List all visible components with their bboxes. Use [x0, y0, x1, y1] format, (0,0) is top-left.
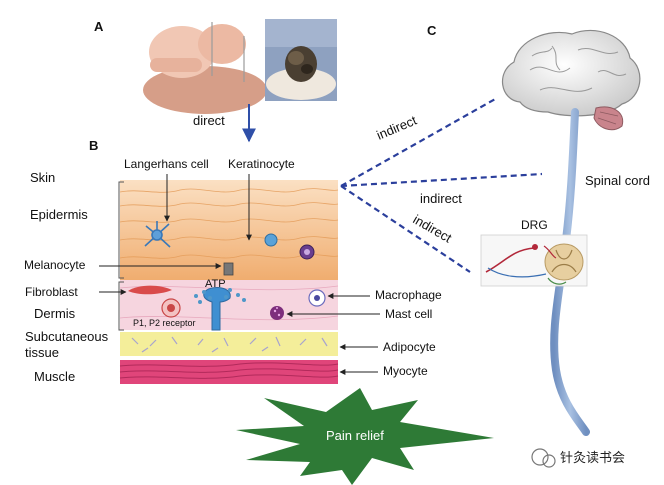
- watermark: 针灸读书会: [531, 448, 625, 468]
- skin-heading: Skin: [30, 170, 55, 185]
- langerhans-cell: [144, 221, 171, 248]
- brain-illustration: [501, 29, 641, 131]
- panel-label-b: B: [89, 138, 98, 153]
- adipocyte-label: Adipocyte: [383, 340, 436, 354]
- melanocyte-label: Melanocyte: [24, 258, 86, 272]
- pain-relief-label: Pain relief: [326, 428, 384, 443]
- panel-label-c: C: [427, 23, 437, 38]
- myocyte-label: Myocyte: [383, 364, 428, 378]
- dermis-bracket: [118, 281, 124, 331]
- indirect-lines: [340, 97, 543, 273]
- indirect-label-spinal: indirect: [420, 191, 462, 206]
- mast-cell-label: Mast cell: [385, 307, 432, 321]
- panel-label-a: A: [94, 19, 104, 34]
- layer-tissue: tissue: [25, 345, 59, 360]
- watermark-text: 针灸读书会: [560, 450, 625, 465]
- layer-muscle: Muscle: [34, 369, 75, 384]
- layer-dermis: Dermis: [34, 306, 76, 321]
- fibroblast-label: Fibroblast: [25, 285, 78, 299]
- indirect-label-drg: indirect: [411, 212, 455, 246]
- drg-label: DRG: [521, 218, 548, 232]
- keratinocyte-label: Keratinocyte: [228, 157, 295, 171]
- acupuncture-photo: [141, 19, 267, 114]
- epidermis-bracket: [118, 181, 124, 279]
- spinal-cord: [550, 108, 590, 436]
- drg-inset: [480, 234, 588, 287]
- atp-label: ATP: [205, 278, 226, 290]
- pain-relief-starburst: [236, 388, 494, 485]
- direct-label: direct: [193, 113, 225, 128]
- spinal-cord-label: Spinal cord: [585, 173, 650, 188]
- layer-subcutaneous: Subcutaneous: [25, 329, 109, 344]
- layer-epidermis: Epidermis: [30, 207, 88, 222]
- macrophage-label: Macrophage: [375, 288, 442, 302]
- langerhans-label: Langerhans cell: [124, 157, 209, 171]
- skin-diagram: [119, 180, 339, 384]
- indirect-label-brain: indirect: [374, 112, 419, 142]
- receptor-label: P1, P2 receptor: [133, 318, 196, 328]
- moxibustion-photo: [265, 19, 337, 101]
